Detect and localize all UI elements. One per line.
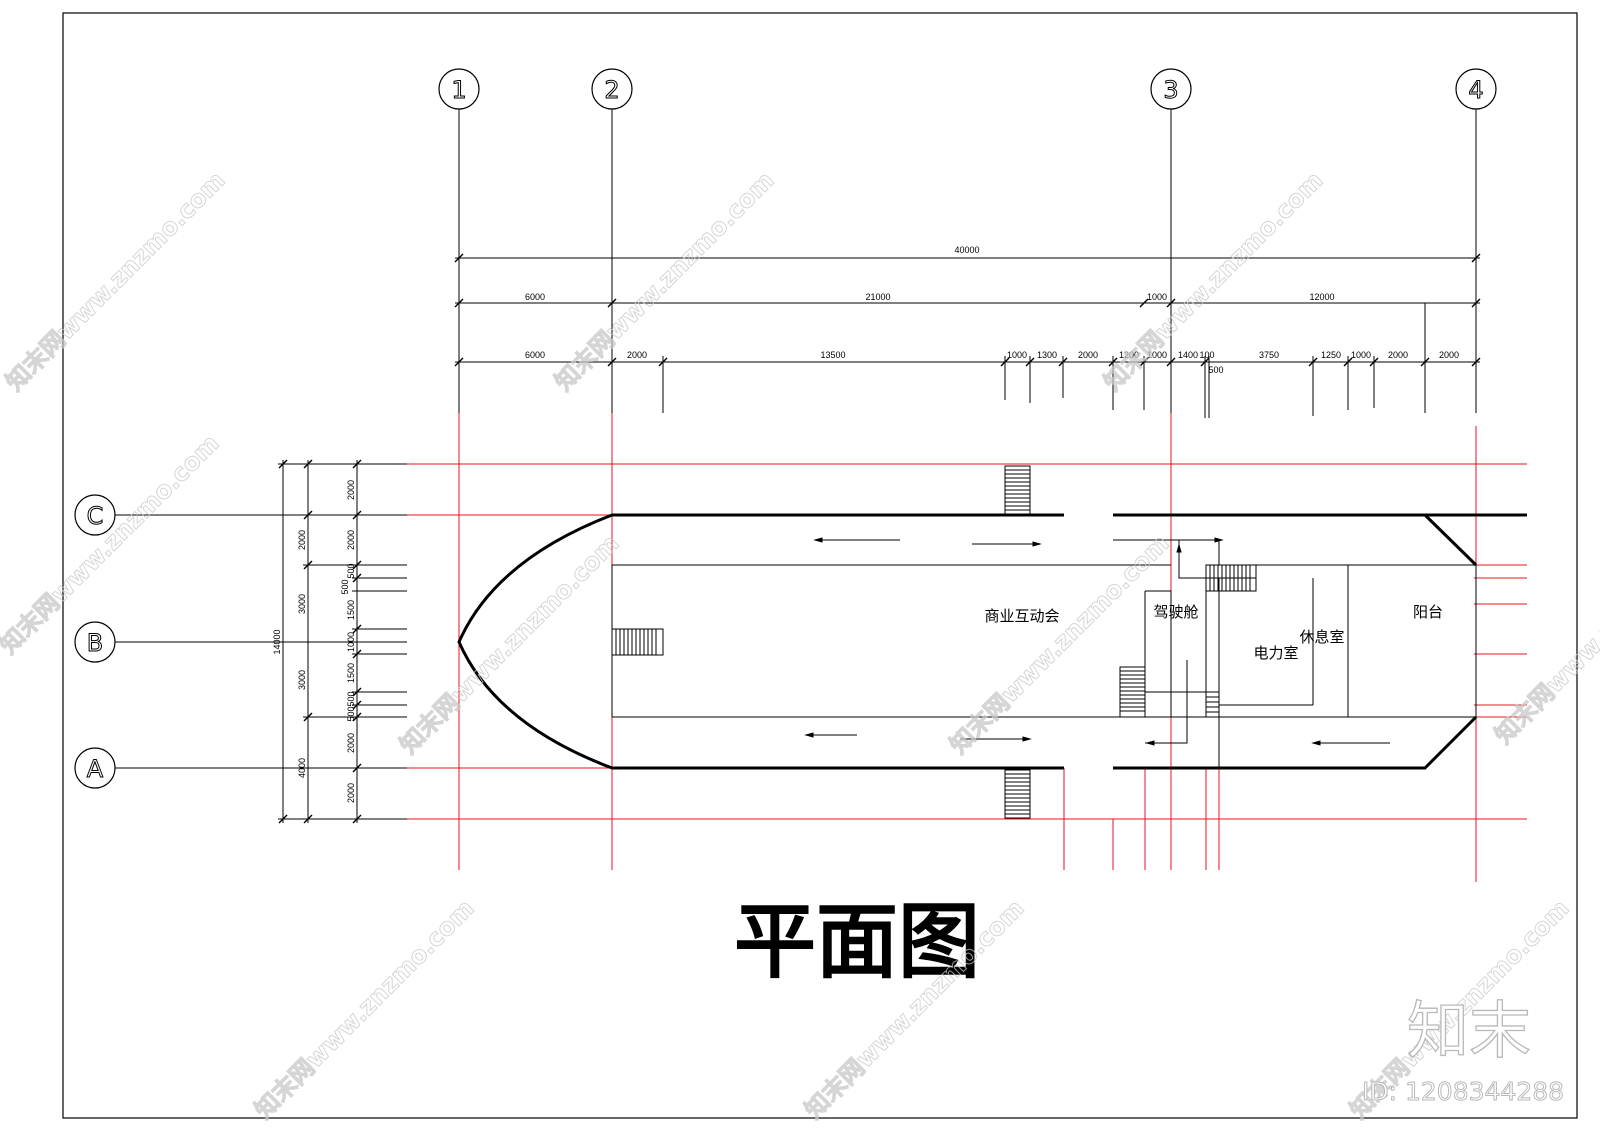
dim-r3-4: 1000: [1007, 350, 1027, 360]
arrow-left-icon: [1311, 740, 1390, 746]
axis-label-4: 4: [1468, 76, 1483, 104]
arrow-up-icon: [1176, 543, 1182, 575]
axis-lines-left: [115, 514, 407, 769]
dim-left-in-8: 500: [346, 691, 356, 706]
dim-r3-8: 1000: [1147, 350, 1167, 360]
watermark-text: 知末网www.znzmo.com: [394, 529, 624, 759]
axis-bubble-4: 4: [1455, 68, 1497, 110]
stairs: [611, 465, 1257, 819]
dim-left-in-3: 500: [346, 563, 356, 578]
dimension-text-left: 14000 2000 3000 3000 4000 2000 2000 500 …: [272, 480, 356, 803]
arrow-right-icon: [972, 541, 1042, 547]
watermark-text: 知末网www.znzmo.com: [944, 529, 1174, 759]
arrow-right-icon: [960, 736, 1032, 742]
dim-left-in-11: 2000: [346, 783, 356, 803]
dim-r3-3: 13500: [820, 350, 845, 360]
stair-cockpit-top: [1205, 564, 1257, 592]
axis-label-c: C: [87, 502, 104, 530]
dim-left-in-9: 500: [346, 706, 356, 721]
dim-left-mid-2: 3000: [297, 594, 307, 614]
dimension-lines-top: [454, 253, 1481, 418]
room-label-hall: 商业互动会: [984, 607, 1059, 625]
dim-r2-4: 12000: [1309, 292, 1334, 302]
dim-r3-13: 1250: [1321, 350, 1341, 360]
dim-r2-3: 1000: [1147, 292, 1167, 302]
axis-bubble-3: 3: [1150, 68, 1192, 110]
stair-top: [1004, 465, 1031, 515]
room-label-power-room: 电力室: [1253, 644, 1298, 662]
axis-bubble-c: C: [74, 494, 116, 536]
dim-left-mid-1: 2000: [297, 530, 307, 550]
axis-bubbles-top: 1 2 3 4: [438, 68, 1497, 110]
watermark-text: 知末网www.znzmo.com: [249, 894, 479, 1124]
room-label-cockpit: 驾驶舱: [1153, 603, 1198, 621]
dim-left-mid-3: 3000: [297, 670, 307, 690]
dim-r3-6: 2000: [1078, 350, 1098, 360]
arrow-right-icon: [1113, 537, 1224, 543]
axis-bubble-a: A: [74, 747, 116, 789]
arrow-left-icon: [804, 732, 857, 738]
dim-r3-11: 500: [1208, 365, 1223, 375]
dim-r2-1: 6000: [525, 292, 545, 302]
dim-left-total: 14000: [272, 629, 282, 654]
axis-label-3: 3: [1163, 76, 1178, 104]
stair-power-room: [1205, 691, 1220, 718]
red-grid-lines: [407, 413, 1527, 882]
arrow-left-icon: [1145, 740, 1187, 746]
room-labels: 商业互动会 驾驶舱 电力室 休息室 阳台: [984, 603, 1443, 662]
stair-cockpit-left: [1119, 666, 1146, 718]
dim-total: 40000: [954, 245, 979, 255]
dim-r3-2: 2000: [627, 350, 647, 360]
dim-left-in-4: 500: [340, 579, 350, 594]
dimension-text-top: 40000 6000 21000 1000 12000 6000 2000 13…: [525, 245, 1459, 375]
dim-r3-10: 100: [1199, 350, 1214, 360]
axis-label-2: 2: [604, 76, 619, 104]
dim-left-in-1: 2000: [346, 480, 356, 500]
watermark-text: 知末网www.znzmo.com: [0, 166, 230, 396]
axis-bubble-b: B: [74, 621, 116, 663]
axis-label-a: A: [87, 755, 104, 783]
axis-bubble-2: 2: [591, 68, 633, 110]
dim-left-in-10: 2000: [346, 733, 356, 753]
dim-left-in-5: 1500: [346, 600, 356, 620]
axis-label-b: B: [87, 629, 103, 657]
stair-bottom: [1004, 769, 1031, 819]
dim-r3-12: 3750: [1259, 350, 1279, 360]
dim-left-in-6: 1000: [346, 632, 356, 652]
image-id-label: ID: 1208344288: [1362, 1077, 1564, 1106]
room-label-lounge: 休息室: [1299, 628, 1344, 646]
dim-r3-1: 6000: [525, 350, 545, 360]
stair-bow: [611, 628, 664, 656]
drawing-title: 平面图: [734, 894, 980, 990]
room-label-balcony: 阳台: [1413, 603, 1443, 621]
axis-lines-top: [458, 109, 1477, 413]
dim-left-in-7: 1500: [346, 663, 356, 683]
brand-logo: 知末: [1407, 994, 1531, 1067]
dim-left-in-2: 2000: [346, 530, 356, 550]
axis-bubble-1: 1: [438, 68, 480, 110]
axis-label-1: 1: [451, 76, 466, 104]
dim-left-mid-4: 4000: [297, 758, 307, 778]
dim-r3-9: 1400: [1178, 350, 1198, 360]
axis-bubbles-left: C B A: [74, 494, 116, 789]
dim-r3-7: 1200: [1119, 350, 1139, 360]
dim-r3-5: 1300: [1037, 350, 1057, 360]
dim-r2-2: 21000: [865, 292, 890, 302]
dim-r3-14: 1000: [1351, 350, 1371, 360]
dim-r3-15: 2000: [1388, 350, 1408, 360]
flow-arrows: [804, 537, 1390, 746]
dimension-lines-left: [278, 459, 407, 824]
watermark-text: 知末网www.znzmo.com: [1489, 519, 1600, 749]
watermark-text: 知末网www.znzmo.com: [0, 429, 225, 659]
arrow-left-icon: [813, 537, 900, 543]
sheet-border: [62, 12, 1578, 1119]
dim-r3-16: 2000: [1439, 350, 1459, 360]
